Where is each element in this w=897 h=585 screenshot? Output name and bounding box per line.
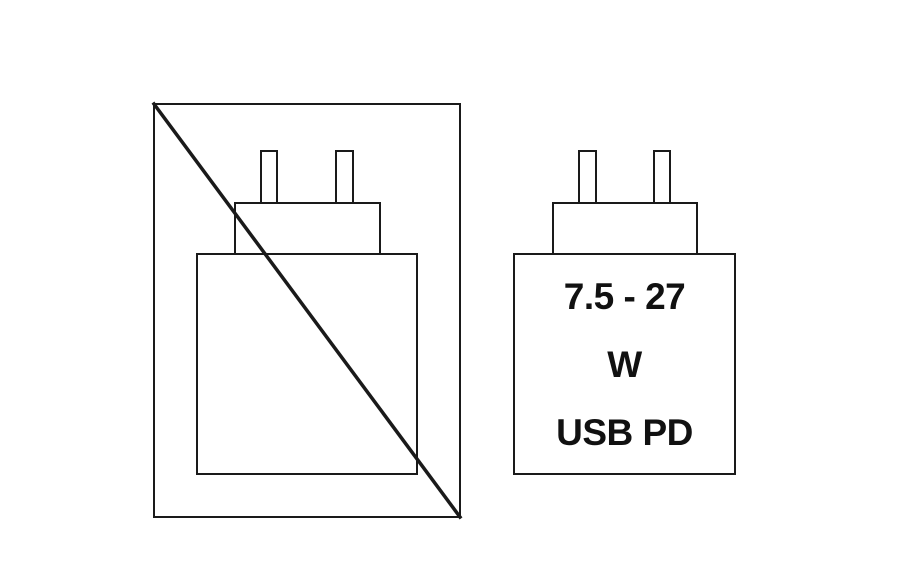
charger-icon [513, 150, 736, 475]
protocol-text: USB PD [556, 411, 693, 453]
right-charger-body [513, 253, 736, 475]
charger-not-included-icon [151, 101, 463, 520]
power-range-text: 7.5 - 27 [563, 275, 686, 317]
strike-line [151, 101, 463, 520]
left-prong-1 [260, 150, 278, 204]
left-charger-body [196, 253, 418, 475]
right-prong-2 [653, 150, 671, 204]
right-charger-neck [552, 202, 698, 255]
left-charger-neck [234, 202, 381, 255]
charger-spec-label: 7.5 - 27 W USB PD [514, 254, 735, 474]
left-prong-2 [335, 150, 354, 204]
right-prong-1 [578, 150, 597, 204]
power-unit-text: W [607, 343, 642, 385]
